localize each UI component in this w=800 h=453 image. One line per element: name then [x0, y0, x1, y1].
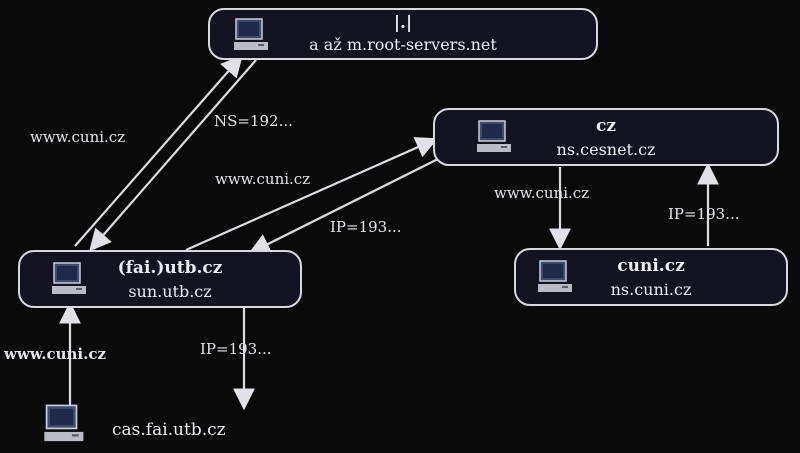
node-root-title: |.| — [393, 13, 413, 33]
label-cz-to-cuni: www.cuni.cz — [494, 184, 590, 202]
node-utb-title: (fai.)utb.cz — [117, 258, 223, 278]
label-cuni-to-cz: IP=193... — [668, 205, 740, 223]
computer-icon — [52, 262, 86, 294]
node-utb: (fai.)utb.cz sun.utb.cz — [18, 250, 302, 308]
arrow-root-to-utb — [89, 59, 257, 252]
node-utb-host: sun.utb.cz — [128, 282, 212, 301]
node-cz-host: ns.cesnet.cz — [556, 140, 656, 159]
label-client-to-utb: www.cuni.cz — [4, 345, 106, 363]
computer-icon — [234, 18, 268, 50]
node-cuni: cuni.cz ns.cuni.cz — [514, 248, 788, 306]
label-utb-to-root: www.cuni.cz — [30, 128, 126, 146]
node-root-host: a až m.root-servers.net — [309, 35, 497, 54]
client-computer-icon — [44, 404, 84, 442]
label-utb-to-cz: www.cuni.cz — [215, 170, 311, 188]
node-root-servers: |.| a až m.root-servers.net — [208, 8, 598, 60]
label-utb-to-client: IP=193... — [200, 340, 272, 358]
node-cuni-host: ns.cuni.cz — [610, 280, 692, 299]
arrow-cz-to-utb — [248, 157, 441, 254]
node-cz: cz ns.cesnet.cz — [433, 108, 779, 166]
label-cz-to-utb: IP=193... — [330, 218, 402, 236]
node-cz-title: cz — [595, 116, 616, 136]
client-host-label: cas.fai.utb.cz — [112, 420, 226, 440]
arrow-utb-to-cz — [185, 137, 439, 252]
arrow-utb-to-root — [74, 54, 243, 247]
computer-icon — [477, 120, 511, 152]
node-cuni-title: cuni.cz — [617, 256, 685, 276]
label-root-to-utb: NS=192... — [214, 112, 293, 130]
computer-icon — [538, 260, 572, 292]
